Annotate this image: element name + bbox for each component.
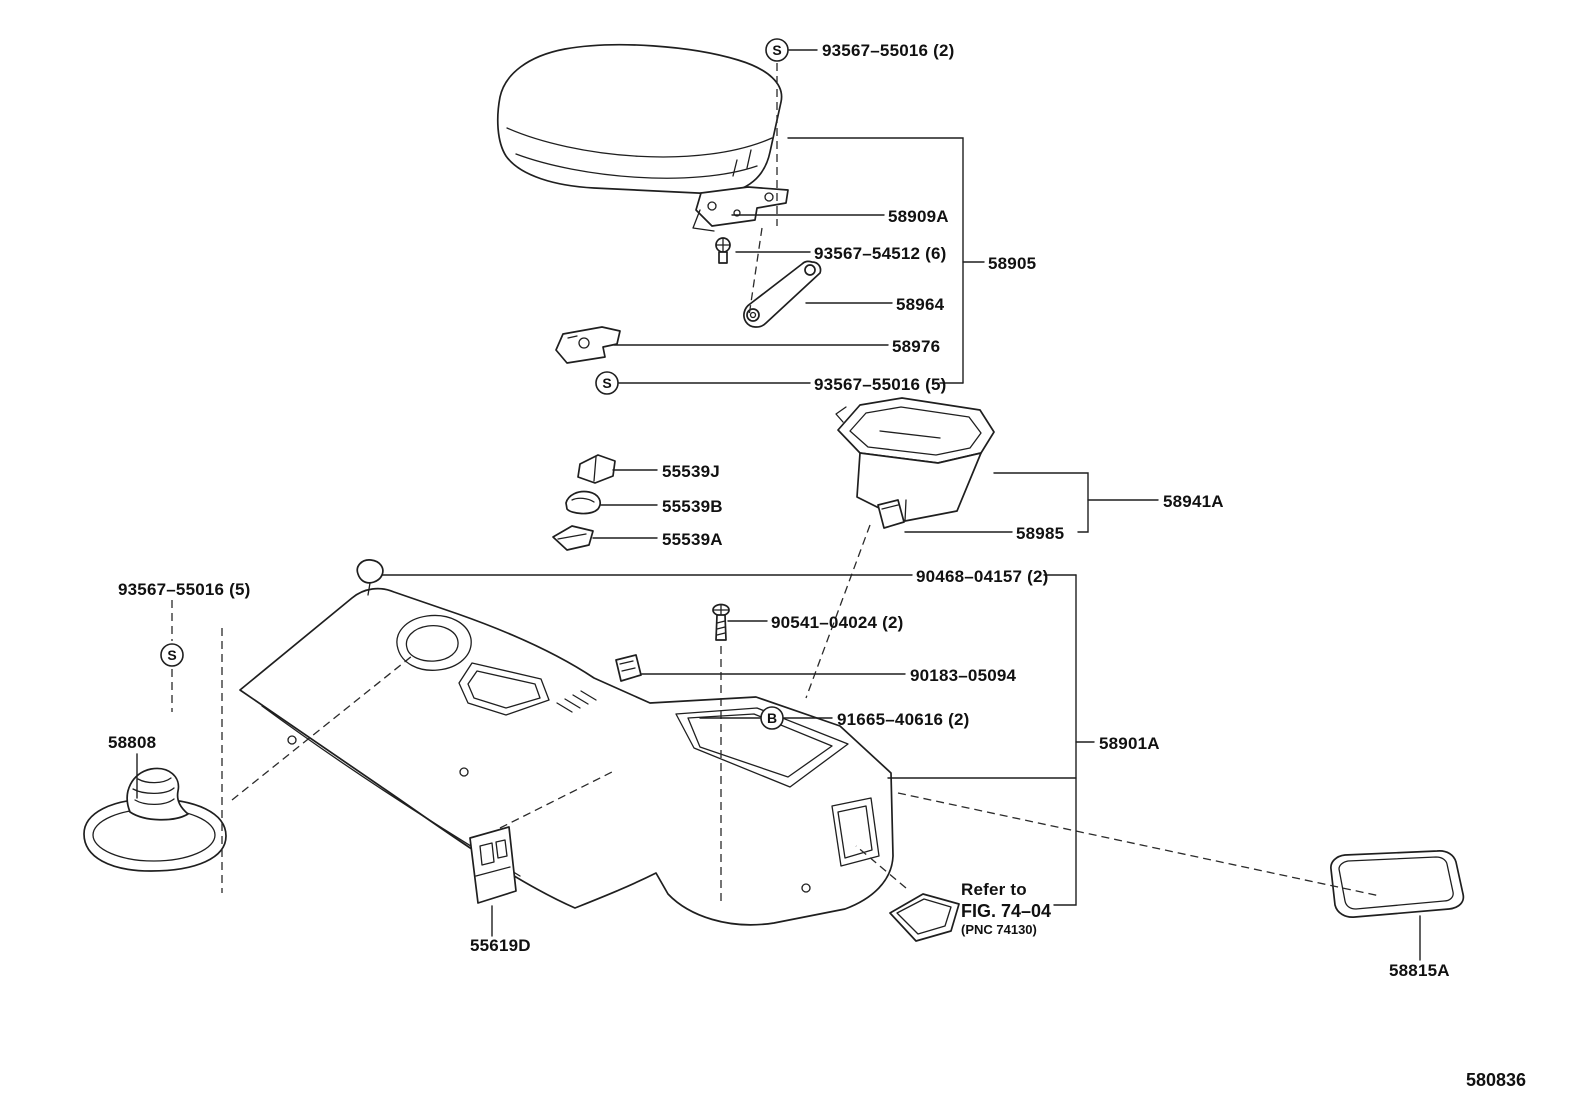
part-label-91665-40616-2: 91665–40616 (2) xyxy=(837,710,970,729)
part-label-55539a: 55539A xyxy=(662,530,723,549)
part-label-55619d: 55619D xyxy=(470,936,531,955)
armrest-lid-drawing xyxy=(496,43,783,195)
bolt-symbol-b-letter: B xyxy=(767,710,777,726)
part-label-58985: 58985 xyxy=(1016,524,1064,543)
part-label-58976: 58976 xyxy=(892,337,940,356)
reference-note-line1: Refer to xyxy=(961,880,1027,899)
bolt-symbol-b: B xyxy=(760,706,784,730)
clip-55539j-drawing xyxy=(577,454,616,484)
screw-symbol-top: S xyxy=(765,38,789,62)
part-label-58905: 58905 xyxy=(988,254,1036,273)
part-label-58815a: 58815A xyxy=(1389,961,1450,980)
part-label-58901a: 58901A xyxy=(1099,734,1160,753)
part-labels: 93567–55016 (2) 58909A 93567–54512 (6) 5… xyxy=(108,41,1450,980)
hinge-bracket-drawing xyxy=(555,326,621,364)
screw-symbol-top-letter: S xyxy=(772,42,781,58)
screw-symbol-middle-letter: S xyxy=(602,375,611,391)
part-label-93567-55016-5-top: 93567–55016 (5) xyxy=(814,375,947,394)
part-label-58909a: 58909A xyxy=(888,207,949,226)
reference-note-line2: FIG. 74–04 xyxy=(961,901,1051,921)
part-label-55539j: 55539J xyxy=(662,462,720,481)
console-mat-drawing xyxy=(1330,850,1465,918)
part-label-90541-04024-2: 90541–04024 (2) xyxy=(771,613,904,632)
part-label-93567-54512-6: 93567–54512 (6) xyxy=(814,244,947,263)
screw-symbol-left-letter: S xyxy=(167,647,176,663)
reference-note-line3: (PNC 74130) xyxy=(961,922,1037,937)
shift-boot-drawing xyxy=(83,767,227,872)
front-bracket-55619d-drawing xyxy=(469,826,517,904)
armrest-hinge-drawing xyxy=(692,186,789,232)
part-label-58964: 58964 xyxy=(896,295,945,314)
clip-90183-drawing xyxy=(615,654,642,682)
hinge-screw-drawing xyxy=(715,237,731,264)
screw-90541-drawing xyxy=(712,603,730,641)
screw-symbol-left: S xyxy=(160,643,184,667)
part-label-93567-55016-2: 93567–55016 (2) xyxy=(822,41,955,60)
console-body-drawing xyxy=(239,587,894,926)
part-label-90183-05094: 90183–05094 xyxy=(910,666,1017,685)
part-label-93567-55016-5-left: 93567–55016 (5) xyxy=(118,580,251,599)
alignment-dashed-lines xyxy=(171,63,1381,902)
part-label-58941a: 58941A xyxy=(1163,492,1224,511)
part-label-90468-04157-2: 90468–04157 (2) xyxy=(916,567,1049,586)
reference-note: Refer to FIG. 74–04 (PNC 74130) xyxy=(961,880,1051,937)
clip-55539b-drawing xyxy=(565,490,601,515)
part-label-55539b: 55539B xyxy=(662,497,723,516)
drawing-number: 580836 xyxy=(1466,1070,1526,1090)
screw-symbol-middle: S xyxy=(595,371,619,395)
rear-console-tray-drawing xyxy=(835,397,995,529)
part-label-58808: 58808 xyxy=(108,733,156,752)
leader-lines xyxy=(136,49,1421,961)
clip-55539a-drawing xyxy=(552,525,594,551)
ashtray-receptacle-drawing xyxy=(889,893,960,942)
